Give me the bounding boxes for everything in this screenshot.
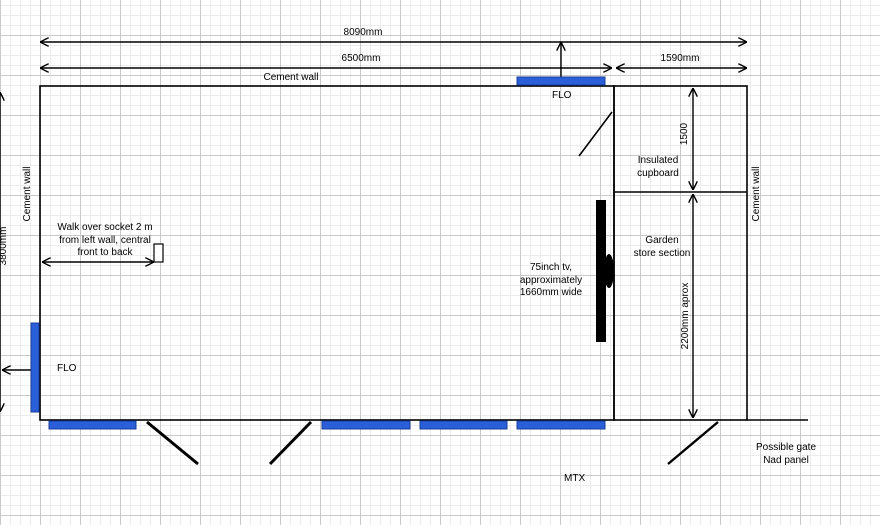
window-top-flo bbox=[516, 76, 606, 86]
tv-unit bbox=[596, 200, 606, 342]
garden-store-label: Garden store section bbox=[626, 235, 698, 260]
window-bottom-3 bbox=[419, 420, 508, 430]
insulated-cupboard-line-2: cupboard bbox=[637, 167, 679, 179]
gate-note: Possible gate Nad panel bbox=[748, 442, 824, 467]
socket-note-line-2: from left wall, central bbox=[59, 234, 151, 246]
door-swing-store bbox=[667, 421, 719, 465]
door-swing-bottom-middle bbox=[268, 420, 313, 466]
dim-label-garden-store-depth: 2200mm aprox bbox=[680, 282, 691, 350]
cement-wall-top-label: Cement wall bbox=[263, 72, 319, 83]
dim-label-total-length: 8090mm bbox=[343, 27, 383, 38]
dim-label-width: 3800mm bbox=[0, 226, 9, 266]
window-bottom-2 bbox=[321, 420, 411, 430]
flo-left-label: FLO bbox=[57, 363, 77, 374]
window-left-flo bbox=[30, 322, 40, 413]
tv-note-line-2: approximately bbox=[519, 274, 583, 286]
cement-wall-right-label: Cement wall bbox=[751, 166, 762, 222]
tv-stand bbox=[604, 254, 614, 288]
store-outline bbox=[613, 85, 748, 421]
socket-note-line-3: front to back bbox=[77, 247, 133, 258]
door-swing-bottom-left bbox=[146, 420, 199, 466]
dim-label-store-length: 1590mm bbox=[660, 53, 700, 64]
door-swing-cupboard bbox=[578, 111, 613, 157]
garden-store-line-1: Garden bbox=[645, 235, 679, 246]
tv-note-line-1: 75inch tv, bbox=[529, 262, 573, 273]
cement-wall-left-label: Cement wall bbox=[22, 166, 33, 222]
gate-note-line-1: Possible gate bbox=[755, 442, 817, 453]
dim-label-cupboard-depth: 1500 bbox=[679, 122, 690, 146]
flo-top-label: FLO bbox=[552, 90, 572, 101]
window-bottom-4 bbox=[516, 420, 606, 430]
socket-note: Walk over socket 2 m from left wall, cen… bbox=[50, 222, 160, 260]
insulated-cupboard-label: Insulated cupboard bbox=[628, 155, 688, 180]
dim-label-main-room-length: 6500mm bbox=[341, 53, 381, 64]
mtx-label: MTX bbox=[564, 473, 586, 484]
socket-note-line-1: Walk over socket 2 m bbox=[57, 222, 153, 233]
gate-note-line-2: Nad panel bbox=[763, 454, 809, 466]
tv-note-line-3: 1660mm wide bbox=[519, 287, 583, 298]
tv-note: 75inch tv, approximately 1660mm wide bbox=[501, 262, 601, 300]
socket-box bbox=[153, 243, 164, 263]
insulated-cupboard-line-1: Insulated bbox=[637, 155, 679, 166]
garden-store-line-2: store section bbox=[633, 247, 691, 259]
window-bottom-1 bbox=[48, 420, 137, 430]
